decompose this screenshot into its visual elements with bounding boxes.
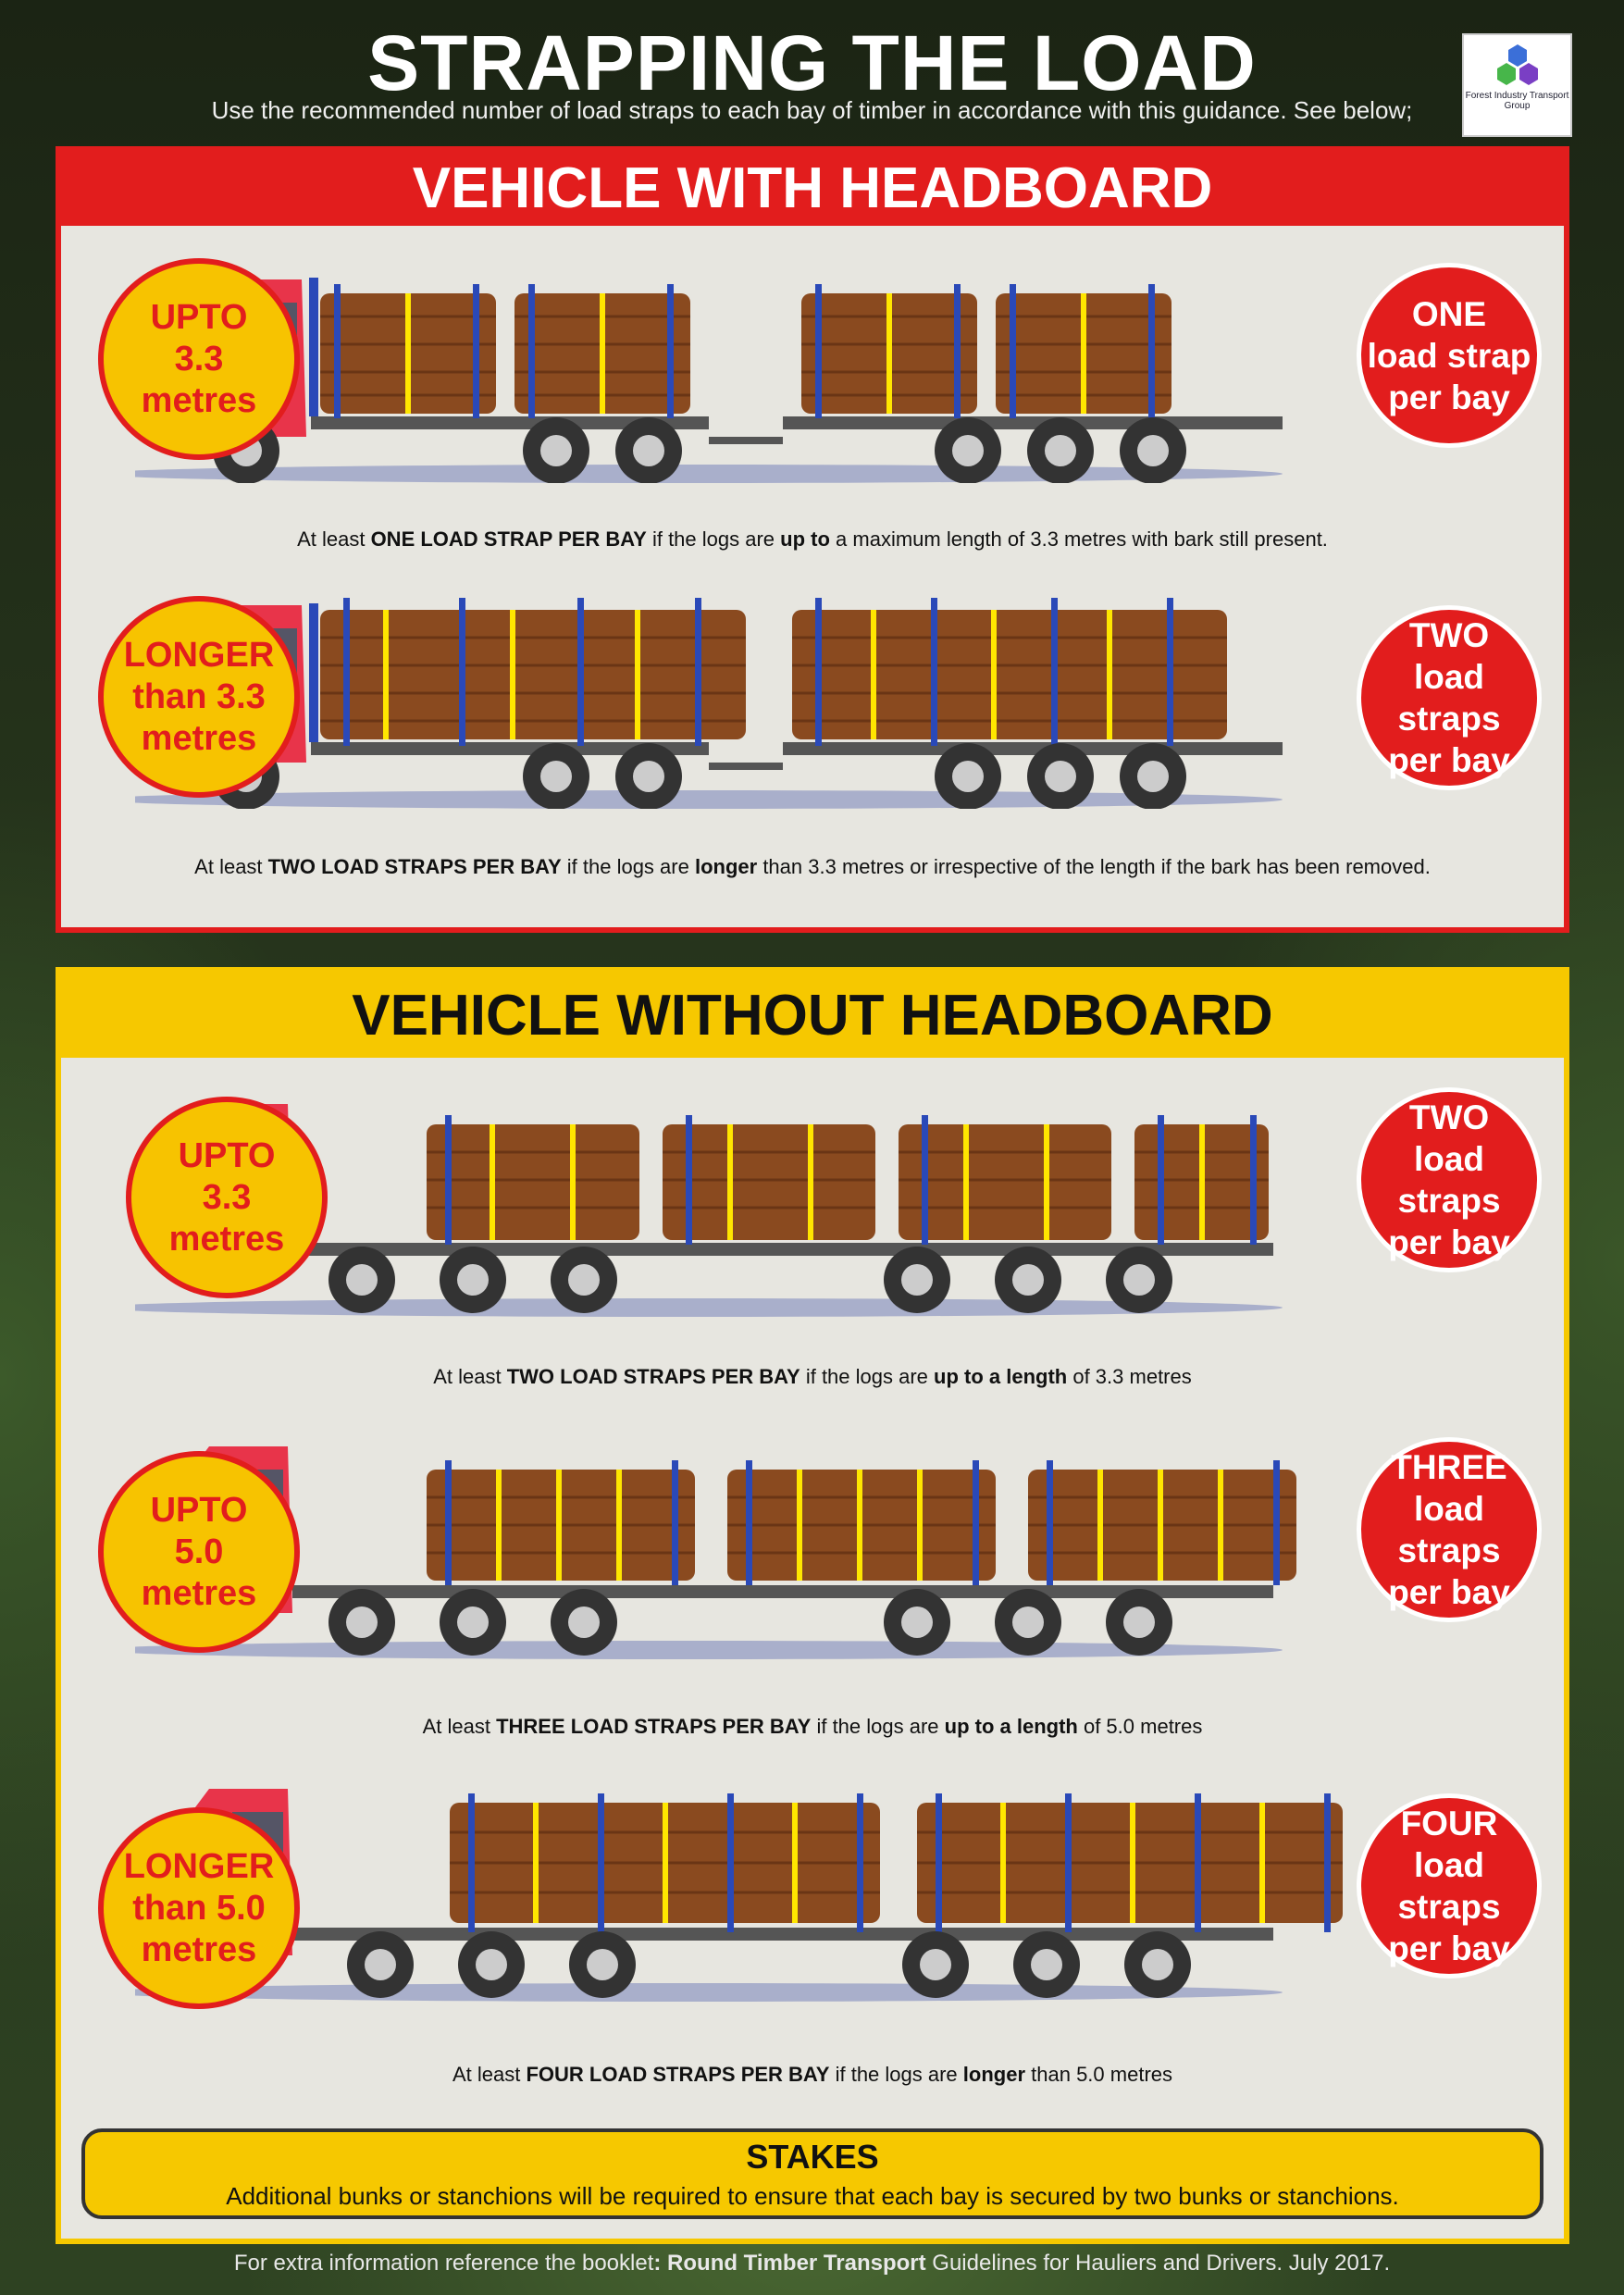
strap-count-badge: TWO load straps per bay (1357, 605, 1542, 790)
length-badge: UPTO 3.3 metres (98, 258, 300, 460)
strap-rule-row: LONGER than 3.3 metres TWO load straps p… (61, 577, 1564, 929)
stakes-box: STAKES Additional bunks or stanchions wi… (81, 2128, 1543, 2219)
page-subtitle: Use the recommended number of load strap… (211, 96, 1413, 124)
stakes-title: STAKES (746, 2138, 879, 2176)
strap-count-badge: TWO load straps per bay (1357, 1087, 1542, 1272)
section-body: UPTO 3.3 metres ONE load strap per bay A… (61, 226, 1564, 927)
length-badge: UPTO 3.3 metres (126, 1097, 328, 1298)
strap-rule-row: UPTO 3.3 metres ONE load strap per bay A… (61, 226, 1564, 577)
strap-rule-caption: At least TWO LOAD STRAPS PER BAY if the … (433, 1365, 1192, 1388)
logo-text: Forest Industry Transport Group (1465, 91, 1569, 111)
section-heading: VEHICLE WITHOUT HEADBOARD (352, 984, 1273, 1048)
fitg-logo: Forest Industry Transport Group (1462, 33, 1572, 137)
section-body: UPTO 3.3 metres TWO load straps per bay … (61, 1058, 1564, 2239)
header: STRAPPING THE LOAD Use the recommended n… (0, 0, 1624, 139)
truck-without-headboard-illustration (135, 1446, 1296, 1659)
page-title: STRAPPING THE LOAD (367, 19, 1257, 106)
stakes-text: Additional bunks or stanchions will be r… (226, 2182, 1399, 2210)
headboard-section: VEHICLE WITH HEADBOARD (56, 146, 1569, 933)
footer-note: For extra information reference the book… (233, 2251, 1391, 2276)
strap-rule-row: UPTO 5.0 metres THREE load straps per ba… (61, 1409, 1564, 1761)
strap-count-badge: FOUR load straps per bay (1357, 1793, 1542, 1979)
truck-without-headboard-illustration (135, 1789, 1343, 2002)
length-badge: LONGER than 3.3 metres (98, 596, 300, 798)
section-heading: VEHICLE WITH HEADBOARD (412, 156, 1213, 220)
strap-rule-caption: At least TWO LOAD STRAPS PER BAY if the … (194, 855, 1431, 878)
truck-with-headboard-illustration (135, 278, 1283, 483)
length-badge: UPTO 5.0 metres (98, 1451, 300, 1653)
truck-with-headboard-illustration (135, 598, 1283, 809)
strap-rule-caption: At least ONE LOAD STRAP PER BAY if the l… (297, 527, 1328, 551)
strap-rule-row: LONGER than 5.0 metres FOUR load straps … (61, 1761, 1564, 2113)
strap-rule-caption: At least FOUR LOAD STRAPS PER BAY if the… (452, 2063, 1173, 2086)
strap-rule-row: UPTO 3.3 metres TWO load straps per bay … (61, 1058, 1564, 1409)
hexagon-logo-icon (1497, 44, 1538, 85)
no-headboard-section: VEHICLE WITHOUT HEADBOARD (56, 967, 1569, 2244)
truck-without-headboard-illustration (135, 1104, 1283, 1317)
strap-rule-caption: At least THREE LOAD STRAPS PER BAY if th… (422, 1715, 1203, 1738)
strap-count-badge: THREE load straps per bay (1357, 1437, 1542, 1622)
length-badge: LONGER than 5.0 metres (98, 1807, 300, 2009)
strap-count-badge: ONE load strap per bay (1357, 263, 1542, 448)
